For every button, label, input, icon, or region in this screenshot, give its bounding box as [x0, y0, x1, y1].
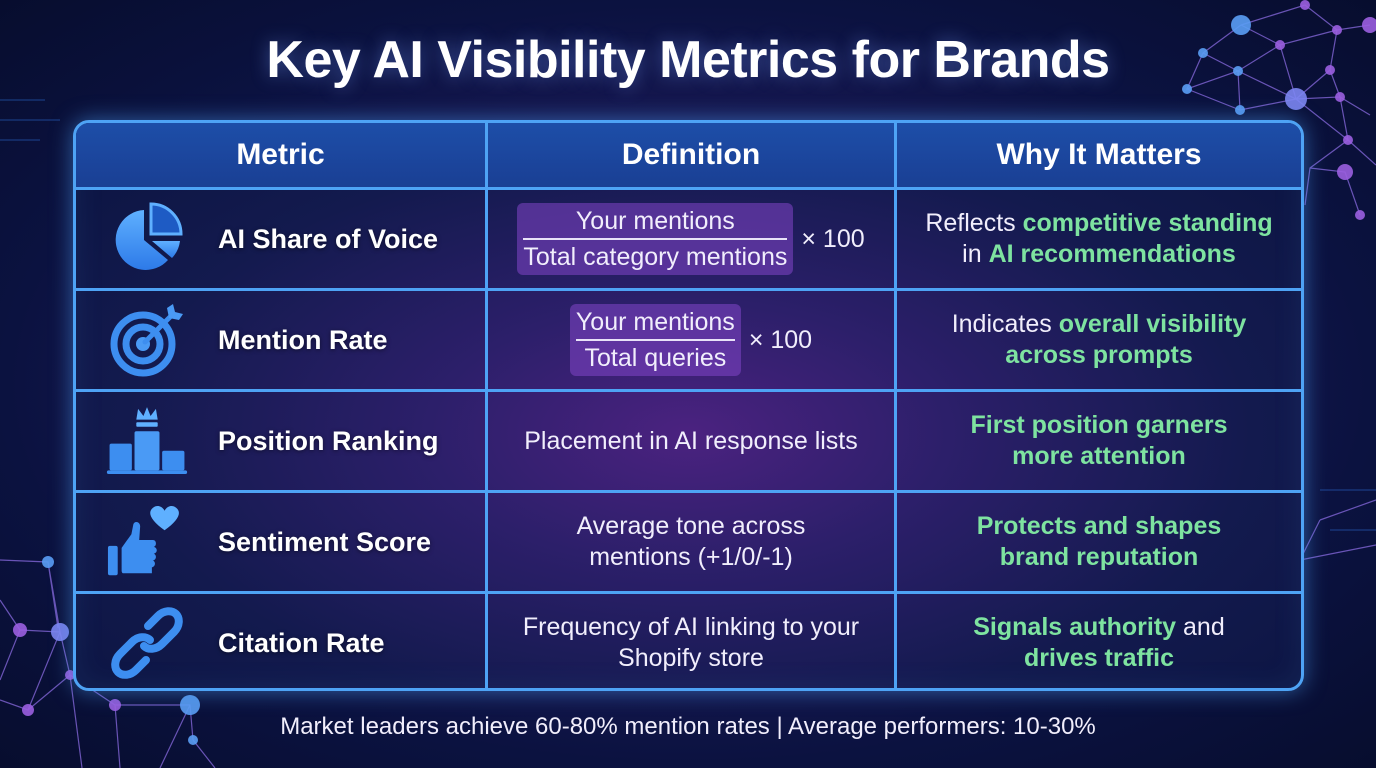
metric-name: Sentiment Score — [218, 526, 432, 557]
denominator: Total category mentions — [523, 243, 788, 271]
why-cell: First position garners more attention — [894, 392, 1301, 490]
why-cell: Indicates overall visibility across prom… — [894, 291, 1301, 389]
why-highlight: competitive standing — [1022, 209, 1273, 237]
numerator: Your mentions — [575, 207, 735, 235]
page-title: Key AI Visibility Metrics for Brands — [266, 31, 1110, 89]
header-definition: Definition — [485, 123, 894, 187]
why-highlight: brand reputation — [999, 543, 1199, 571]
why-text: Indicates — [951, 310, 1059, 338]
metric-name: Position Ranking — [218, 425, 439, 456]
why-cell: Reflects competitive standing in AI reco… — [894, 190, 1301, 288]
fraction-bar — [575, 339, 735, 341]
fraction: Your mentions Total queries — [569, 304, 741, 376]
definition-cell: Frequency of AI linking to your Shopify … — [485, 594, 894, 688]
formula: Your mentions Total category mentions × … — [517, 203, 865, 275]
metric-cell: Citation Rate — [76, 594, 485, 688]
numerator: Your mentions — [575, 308, 735, 336]
metric-name: Mention Rate — [218, 324, 388, 355]
definition-line: Shopify store — [618, 644, 764, 672]
definition-cell: Your mentions Total queries × 100 — [485, 291, 894, 389]
table-row: AI Share of Voice Your mentions Total ca… — [76, 187, 1301, 288]
why-highlight: First position garners — [970, 411, 1228, 439]
why-text: in — [962, 240, 989, 268]
why-highlight: across prompts — [1005, 341, 1193, 369]
definition-cell: Average tone across mentions (+1/0/-1) — [485, 493, 894, 591]
metric-name: Citation Rate — [218, 627, 385, 658]
why-highlight: drives traffic — [1023, 644, 1175, 672]
why-highlight: overall visibility — [1058, 310, 1247, 338]
why-highlight: AI recommendations — [988, 240, 1236, 268]
definition-line: mentions (+1/0/-1) — [589, 543, 793, 571]
why-highlight: Signals authority — [973, 613, 1177, 641]
why-cell: Protects and shapes brand reputation — [894, 493, 1301, 591]
footer-stats: Market leaders achieve 60-80% mention ra… — [280, 713, 1096, 740]
definition-cell: Your mentions Total category mentions × … — [485, 190, 894, 288]
why-text: Reflects — [925, 209, 1023, 237]
header-why-it-matters: Why It Matters — [894, 123, 1301, 187]
multiplier: × 100 — [748, 325, 813, 354]
target-icon — [106, 299, 188, 381]
definition-line: Average tone across — [576, 512, 806, 540]
fraction: Your mentions Total category mentions — [517, 203, 794, 275]
table-row: Position Ranking Placement in AI respons… — [76, 389, 1301, 490]
table-row: Sentiment Score Average tone across ment… — [76, 490, 1301, 591]
metric-cell: AI Share of Voice — [76, 190, 485, 288]
why-cell: Signals authority and drives traffic — [894, 594, 1301, 688]
podium-crown-icon — [106, 400, 188, 482]
why-highlight: Protects and shapes — [976, 512, 1222, 540]
why-highlight: more attention — [1012, 442, 1186, 470]
formula: Your mentions Total queries × 100 — [569, 304, 813, 376]
definition-line: Frequency of AI linking to your — [522, 613, 860, 641]
table-header-row: Metric Definition Why It Matters — [76, 123, 1301, 187]
why-text: and — [1176, 613, 1225, 641]
multiplier: × 100 — [801, 224, 865, 253]
thumbs-up-heart-icon — [106, 501, 188, 583]
link-icon — [106, 602, 188, 684]
header-metric: Metric — [236, 138, 325, 171]
table-row: Citation Rate Frequency of AI linking to… — [76, 591, 1301, 688]
metric-cell: Sentiment Score — [76, 493, 485, 591]
definition-cell: Placement in AI response lists — [485, 392, 894, 490]
metric-name: AI Share of Voice — [218, 223, 439, 254]
metric-cell: Mention Rate — [76, 291, 485, 389]
denominator: Total queries — [584, 344, 727, 372]
pie-chart-icon — [106, 198, 188, 280]
metric-cell: Position Ranking — [76, 392, 485, 490]
metrics-table: Metric Definition Why It Matters AI Shar… — [73, 120, 1304, 691]
table-row: Mention Rate Your mentions Total queries… — [76, 288, 1301, 389]
fraction-bar — [523, 238, 788, 240]
